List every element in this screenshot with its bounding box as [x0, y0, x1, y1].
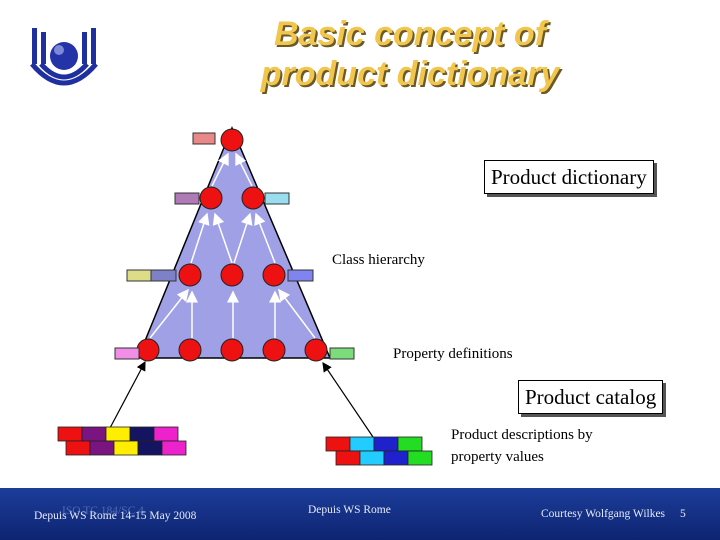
product-descriptions-line-2: property values: [451, 449, 544, 465]
property-tag: [287, 269, 314, 282]
class-node: [304, 338, 328, 362]
class-node: [241, 186, 265, 210]
property-tag: [126, 269, 152, 282]
class-node: [220, 338, 244, 362]
university-logo: [30, 28, 98, 86]
property-tag: [174, 192, 200, 205]
class-node: [220, 128, 244, 152]
right-product-descriptions: [325, 436, 433, 466]
class-node: [136, 338, 160, 362]
logo-bar: [82, 32, 87, 64]
property-tags: [114, 132, 355, 360]
footer-bar: ISO TC 184/SC 4 Depuis WS Rome 14-15 May…: [0, 488, 720, 540]
class-hierarchy-label: Class hierarchy: [332, 251, 425, 270]
property-definitions-label: Property definitions: [393, 345, 513, 364]
class-node: [220, 263, 244, 287]
product-descriptions-label: Product descriptions by property values: [451, 424, 593, 468]
class-node: [178, 263, 202, 287]
property-tag: [150, 269, 177, 282]
title-line-1: Basic concept of: [273, 15, 547, 53]
property-tag: [264, 192, 290, 205]
logo-bar: [91, 28, 96, 64]
class-nodes: [136, 128, 328, 362]
class-node: [199, 186, 223, 210]
product-descriptions-line-1: Product descriptions by: [451, 427, 593, 443]
title-line-2: product dictionary: [260, 55, 560, 93]
class-node: [178, 338, 202, 362]
product-dictionary-label: Product dictionary: [484, 160, 654, 194]
logo-arc: [30, 62, 98, 86]
dictionary-triangle: [136, 126, 332, 359]
property-tag: [329, 347, 355, 360]
logo-bar: [32, 28, 37, 64]
slide-title: Basic concept of product dictionary: [200, 14, 620, 94]
logo-bar: [41, 32, 46, 64]
logo-arc: [39, 62, 89, 80]
product-catalog-label: Product catalog: [518, 380, 664, 414]
dictionary-diagram: [57, 126, 433, 466]
property-tag: [192, 132, 216, 145]
property-tag: [114, 347, 140, 360]
footer-overlay-text: ISO TC 184/SC 4: [62, 505, 144, 517]
hierarchy-arrows: [149, 152, 316, 339]
footer-right-text: Courtesy Wolfgang Wilkes: [541, 508, 666, 520]
instance-arrows: [109, 360, 374, 438]
left-product-descriptions: [57, 426, 187, 456]
page-number: 5: [680, 508, 686, 520]
footer-center-text: Depuis WS Rome: [308, 504, 391, 516]
class-node: [262, 338, 286, 362]
footer-left-text: Depuis WS Rome 14-15 May 2008: [34, 510, 197, 522]
class-node: [262, 263, 286, 287]
